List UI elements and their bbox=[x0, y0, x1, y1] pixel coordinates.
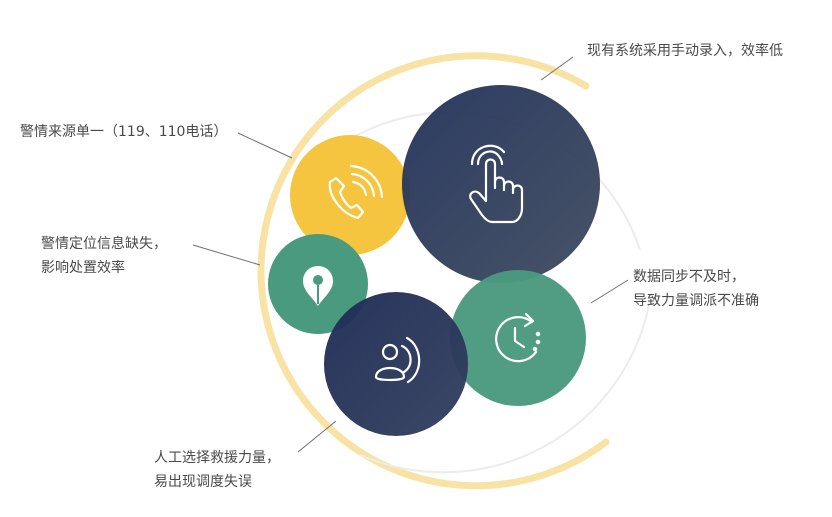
label-line: 警情定位信息缺失， bbox=[41, 236, 167, 252]
label-line: 警情来源单一（119、110电话） bbox=[20, 124, 228, 140]
label-sync: 数据同步不及时， 导致力量调派不准确 bbox=[633, 265, 759, 313]
leader-line-manual-dispatch bbox=[297, 420, 337, 453]
label-line: 人工选择救援力量， bbox=[154, 450, 280, 466]
phone-ringing-icon bbox=[328, 164, 384, 220]
location-pin-icon bbox=[303, 266, 333, 306]
label-manual-dispatch: 人工选择救援力量， 易出现调度失误 bbox=[154, 446, 280, 494]
clock-sync-icon bbox=[495, 312, 541, 363]
inner-ring-arc-2 bbox=[359, 299, 651, 474]
outer-ring-arc bbox=[257, 52, 610, 490]
person-broadcast-icon bbox=[374, 336, 421, 384]
leader-line-sync bbox=[590, 279, 629, 304]
label-line: 影响处置效率 bbox=[41, 260, 125, 276]
label-line: 易出现调度失误 bbox=[154, 474, 252, 490]
leader-line-manual-entry bbox=[540, 56, 574, 81]
label-line: 现有系统采用手动录入，效率低 bbox=[587, 43, 783, 59]
label-line: 数据同步不及时， bbox=[633, 269, 745, 285]
label-line: 导致力量调派不准确 bbox=[633, 293, 759, 309]
leader-line-alarm-source bbox=[237, 132, 293, 159]
hand-pointer-icon bbox=[469, 144, 524, 224]
circle-sync bbox=[450, 270, 586, 406]
label-manual-entry: 现有系统采用手动录入，效率低 bbox=[587, 39, 783, 63]
leader-line-location bbox=[192, 244, 261, 266]
circle-alarm-source bbox=[290, 135, 410, 255]
label-location: 警情定位信息缺失， 影响处置效率 bbox=[41, 232, 167, 280]
label-alarm-source: 警情来源单一（119、110电话） bbox=[20, 120, 227, 144]
circle-manual-dispatch bbox=[324, 292, 468, 436]
circle-manual-entry bbox=[402, 85, 600, 283]
